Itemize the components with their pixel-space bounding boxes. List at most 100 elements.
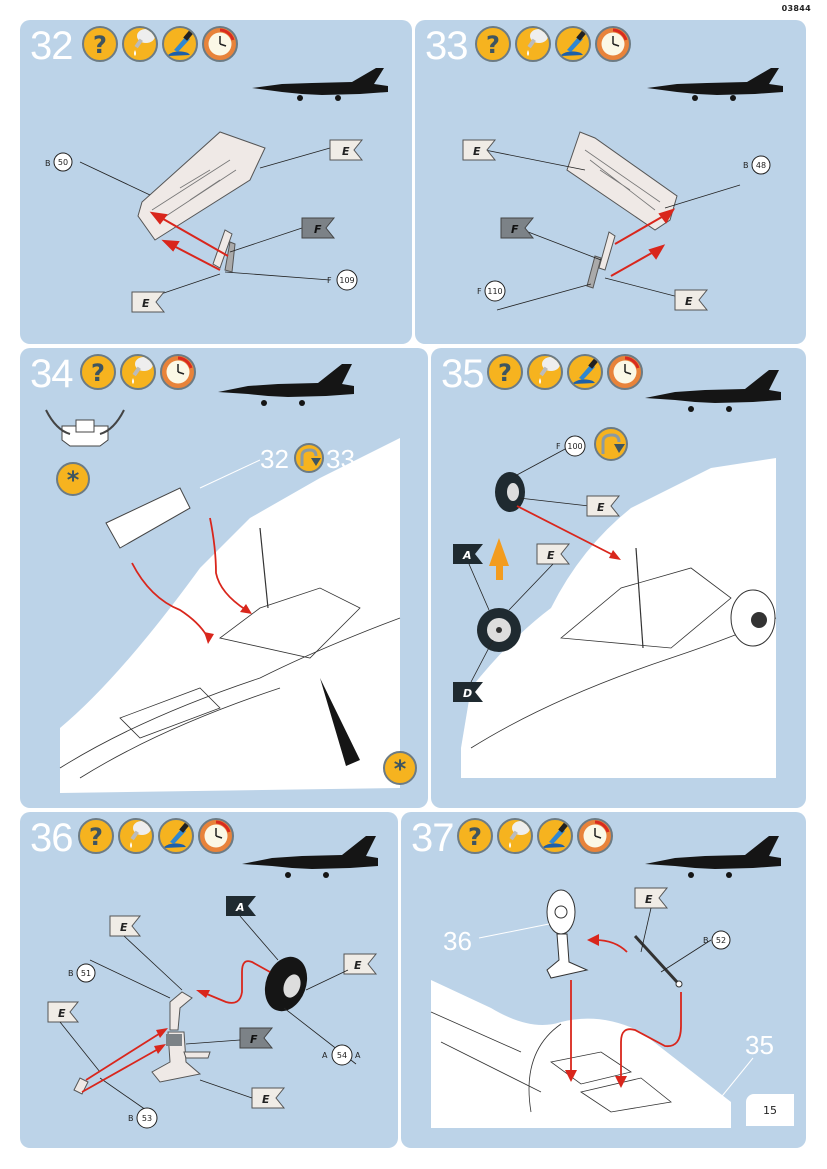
part-callout-52: B 52 [703,930,731,950]
glue-icon [515,26,551,62]
step-34-panel: 34 ? * 32 33 [20,348,428,808]
paint-brush-icon [158,818,194,854]
color-flag-E: E [674,289,709,311]
step-number: 37 [411,816,454,860]
svg-text:109: 109 [339,276,354,285]
detail-inset [45,409,125,447]
svg-text:E: E [354,959,362,972]
wheel-part [477,608,521,652]
reference-step-36: 36 [443,926,472,956]
color-flag-A: A [453,544,483,564]
svg-text:B: B [68,969,74,978]
clock-icon [202,26,238,62]
svg-text:100: 100 [567,442,582,451]
red-arrow [149,211,229,271]
svg-text:*: * [67,466,80,494]
step-33-panel: 33 ? B 48 F [415,20,806,344]
glue-icon [118,818,154,854]
step-35-panel: 35 ? F 100 E [431,348,806,808]
svg-text:53: 53 [142,1114,152,1123]
link-part [73,1077,89,1095]
svg-text:E: E [342,145,350,158]
paint-brush-icon [555,26,591,62]
help-icon: ? [82,26,118,62]
step-number: 32 [30,24,73,68]
rotate-icon [294,443,324,473]
page-number: 15 [746,1094,794,1126]
glue-icon [122,26,158,62]
document-code: 03844 [781,4,811,13]
svg-text:51: 51 [81,969,91,978]
part-callout-48: B 48 [743,155,771,175]
step-37-drawing: E B 52 36 35 [430,887,774,1128]
svg-text:?: ? [468,823,482,851]
part-callout-110: F 110 [477,280,506,302]
step-number: 34 [30,352,73,396]
step-36-drawing: A E E E F E [47,896,378,1129]
svg-text:E: E [645,893,653,906]
step-37-panel: 37 ? E B 52 36 [401,812,806,1148]
color-flag-E: E [536,543,571,565]
color-flag-E: E [329,139,364,161]
svg-text:48: 48 [756,161,766,170]
color-flag-E: E [47,1001,80,1023]
red-arrow [81,960,271,1093]
svg-text:A: A [322,1051,328,1060]
reference-leader [478,923,550,939]
svg-text:110: 110 [487,287,502,296]
color-flag-E: E [343,953,378,975]
color-flag-E: E [462,139,497,161]
svg-text:?: ? [91,359,105,387]
svg-text:F: F [250,1033,258,1046]
svg-text:D: D [463,687,472,700]
fuselage-drawing [60,438,400,793]
help-icon: ? [80,354,116,390]
svg-text:B: B [45,159,51,168]
color-flag-E: E [131,291,166,313]
help-icon: ? [78,818,114,854]
svg-text:?: ? [498,359,512,387]
part-callout-54: A 54 A [322,1044,361,1066]
step-36-panel: 36 ? A E E E F E [20,812,398,1148]
reference-leader [700,1057,754,1123]
svg-text:F: F [477,287,482,296]
part-callout-53: B 53 [128,1107,158,1129]
svg-text:A: A [462,549,472,562]
aircraft-silhouette [242,836,378,878]
part-callout-100: F 100 [556,435,586,457]
help-icon: ? [457,818,493,854]
step-icons: ? [475,26,631,62]
aircraft-silhouette [647,68,783,101]
clock-icon [595,26,631,62]
svg-text:54: 54 [337,1051,347,1060]
color-flag-F: F [500,217,535,239]
step-number: 36 [30,816,73,860]
part-callout-51: B 51 [68,963,96,983]
gear-assembly [546,889,589,979]
step-35-drawing: F 100 E A E D [453,427,777,778]
clock-icon [198,818,234,854]
svg-text:A: A [355,1051,361,1060]
glue-icon [120,354,156,390]
red-arrow [516,505,616,557]
step-number: 35 [441,352,484,396]
aircraft-silhouette [252,68,388,101]
fuselage-drawing [431,980,731,1128]
step-icons: ? [487,354,643,390]
strut-part [169,991,193,1031]
reference-step-35: 35 [745,1030,774,1060]
step-number: 33 [425,24,468,68]
aircraft-silhouette [645,370,781,412]
glue-icon [527,354,563,390]
clock-icon [607,354,643,390]
help-icon: ? [487,354,523,390]
rotate-icon [594,427,628,461]
step-34-drawing: * 32 33 * [45,409,417,793]
intake-part [566,131,678,289]
svg-text:?: ? [93,31,107,59]
svg-text:?: ? [486,31,500,59]
svg-text:F: F [327,276,332,285]
aircraft-silhouette [218,364,354,406]
clock-icon [160,354,196,390]
retraction-strut-part [633,934,683,988]
